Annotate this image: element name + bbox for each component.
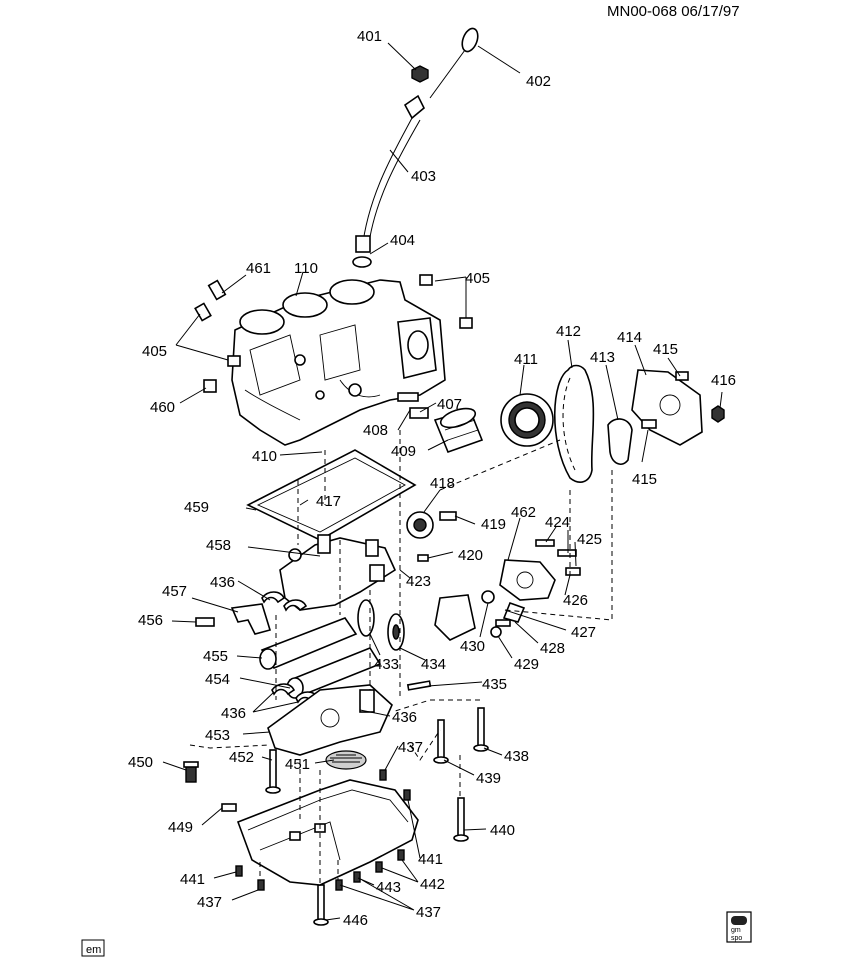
callout-425: 425	[577, 531, 602, 548]
oil-pan-gasket	[246, 449, 417, 541]
callout-455: 455	[203, 648, 228, 665]
callout-401: 401	[357, 28, 382, 45]
balance-shaft-gears	[357, 599, 405, 651]
callout-451: 451	[285, 756, 310, 773]
svg-text:em: em	[86, 944, 101, 956]
oil-pump-sprocket	[406, 511, 457, 539]
callout-403: 403	[411, 168, 436, 185]
callout-411: 411	[514, 351, 538, 368]
callout-435: 435	[482, 676, 507, 693]
timing-components	[500, 364, 633, 483]
callout-414: 414	[617, 329, 642, 346]
relief-valve-parts	[481, 590, 526, 638]
callout-461: 461	[246, 260, 271, 277]
callout-446: 446	[343, 912, 368, 929]
callout-423: 423	[406, 573, 431, 590]
callout-413: 413	[590, 349, 615, 366]
callout-443: 443	[376, 879, 401, 896]
callout-449: 449	[168, 819, 193, 836]
callout-416: 416	[711, 372, 736, 389]
dowel-420	[417, 554, 429, 562]
callout-420: 420	[458, 547, 483, 564]
callout-460: 460	[150, 399, 175, 416]
em-badge: em	[81, 939, 105, 957]
callout-428: 428	[540, 640, 565, 657]
callout-418: 418	[430, 475, 455, 492]
balance-shaft-housing-upper	[279, 534, 397, 611]
callout-415-top: 415	[653, 341, 678, 358]
shaft-bracket	[195, 603, 272, 635]
callout-427: 427	[571, 624, 596, 641]
callout-439: 439	[476, 770, 501, 787]
callout-442: 442	[420, 876, 445, 893]
callout-434: 434	[421, 656, 446, 673]
engine-block	[231, 279, 446, 446]
callout-110: 110	[294, 260, 318, 277]
dipstick-assembly	[352, 27, 479, 268]
callout-408: 408	[363, 422, 388, 439]
gm-spo-badge: gm spo	[726, 911, 752, 943]
oil-pickup-screen	[325, 750, 367, 770]
callout-405-right: 405	[465, 270, 490, 287]
callout-429: 429	[514, 656, 539, 673]
drain-plug	[183, 761, 199, 783]
callout-426: 426	[563, 592, 588, 609]
callout-454: 454	[205, 671, 230, 688]
callout-459: 459	[184, 499, 209, 516]
callout-labels: 401 402 403 404 405 461 110 405 460 407 …	[128, 28, 736, 929]
leader-lines	[162, 42, 723, 921]
oil-pan	[221, 779, 419, 886]
callout-450: 450	[128, 754, 153, 771]
bearings-upper	[261, 591, 308, 612]
callout-456: 456	[138, 612, 163, 629]
oil-pump-body	[499, 539, 581, 601]
callout-452: 452	[229, 749, 254, 766]
block-fittings	[194, 274, 473, 393]
callout-407: 407	[437, 396, 462, 413]
document-code: MN00-068 06/17/97	[607, 3, 740, 20]
balance-shaft-housing-lower	[267, 684, 393, 756]
callout-417: 417	[316, 493, 341, 510]
callout-441-right: 441	[418, 851, 443, 868]
callout-441-left: 441	[180, 871, 205, 888]
callout-437-upper: 437	[398, 739, 423, 756]
callout-436-lower-left: 436	[221, 705, 246, 722]
callout-436-lower-right: 436	[392, 709, 417, 726]
callout-419: 419	[481, 516, 506, 533]
callout-409: 409	[391, 443, 416, 460]
callout-458: 458	[206, 537, 231, 554]
svg-text:gm: gm	[731, 927, 741, 934]
timing-cover	[631, 369, 725, 446]
callout-404: 404	[390, 232, 415, 249]
callout-433: 433	[374, 656, 399, 673]
oil-filter	[397, 392, 484, 454]
callout-438: 438	[504, 748, 529, 765]
pan-bolts	[235, 769, 411, 891]
callout-437-lower-right: 437	[416, 904, 441, 921]
pump-bracket	[434, 594, 476, 641]
alignment-lines	[189, 430, 613, 885]
callout-430: 430	[460, 638, 485, 655]
callout-410: 410	[252, 448, 277, 465]
callout-462: 462	[511, 504, 536, 521]
callout-453: 453	[205, 727, 230, 744]
callout-415-bottom: 415	[632, 471, 657, 488]
callout-402: 402	[526, 73, 551, 90]
callout-437-lower-left: 437	[197, 894, 222, 911]
callout-436-upper: 436	[210, 574, 235, 591]
callout-405-left: 405	[142, 343, 167, 360]
callout-457: 457	[162, 583, 187, 600]
callout-440: 440	[490, 822, 515, 839]
callout-412: 412	[556, 323, 581, 340]
balance-shafts	[259, 617, 382, 699]
pin-435	[406, 680, 432, 691]
svg-text:spo: spo	[731, 935, 742, 942]
callout-424: 424	[545, 514, 570, 531]
